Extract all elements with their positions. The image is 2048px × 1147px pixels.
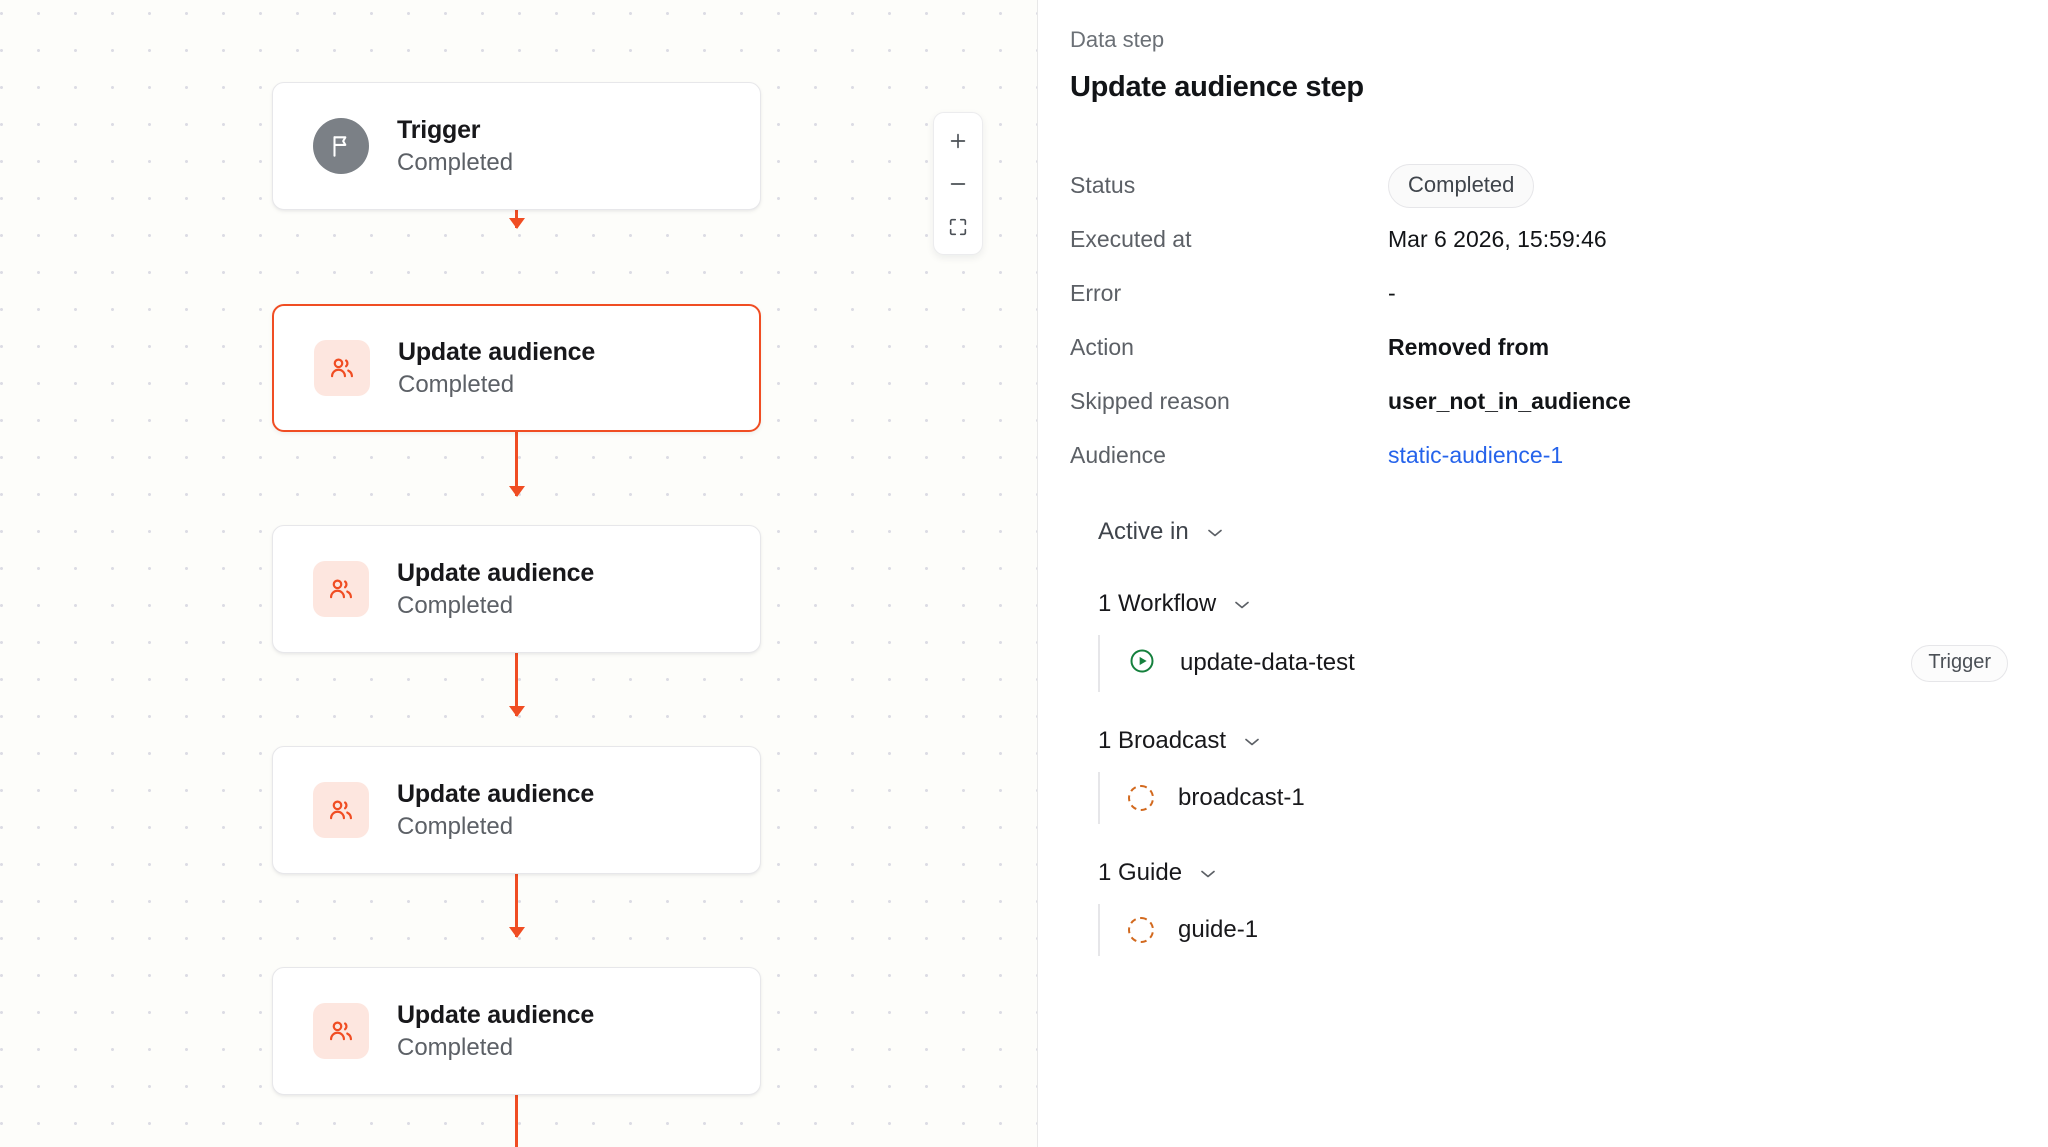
workflow-node-trigger[interactable]: Trigger Completed [272, 82, 761, 210]
connector-2 [508, 428, 525, 497]
active-in-label: Active in [1098, 517, 1189, 545]
status-badge: Completed [1388, 163, 1535, 208]
chevron-down-icon [1232, 598, 1252, 610]
dashed-circle-icon [1128, 784, 1154, 811]
node-status: Completed [397, 148, 514, 176]
audience-link[interactable]: static-audience-1 [1388, 442, 1564, 469]
detail-row-skipped-reason: Skipped reason user_not_in_audience [1070, 375, 2008, 429]
node-title: Update audience [397, 1000, 595, 1029]
zoom-in-button[interactable] [938, 121, 978, 161]
node-status: Completed [397, 812, 514, 840]
node-title: Update audience [398, 337, 596, 366]
arrowhead-icon [508, 486, 525, 497]
users-icon [314, 340, 370, 396]
node-text: Update audience Completed [397, 559, 594, 620]
group-caption: 1 Broadcast [1098, 726, 1227, 754]
group-caption: 1 Guide [1098, 858, 1183, 886]
active-in-block: Active in 1 Workflow [1098, 509, 2008, 956]
group-guide-toggle[interactable]: 1 Guide [1098, 850, 2008, 896]
detail-value: - [1388, 280, 1396, 307]
list-item[interactable]: guide-1 [1098, 903, 2008, 956]
zoom-out-button[interactable] [938, 164, 978, 204]
node-status: Completed [398, 370, 515, 398]
panel-eyebrow: Data step [1070, 27, 1165, 52]
group-guide: 1 Guide guide-1 [1098, 850, 2008, 956]
arrowhead-icon [508, 706, 525, 717]
detail-label: Audience [1070, 442, 1166, 469]
detail-row-executed-at: Executed at Mar 6 2026, 15:59:46 [1070, 213, 2008, 267]
dashed-circle-icon [1128, 916, 1154, 943]
detail-list: Status Completed Executed at Mar 6 2026,… [1070, 159, 2008, 483]
workflow-canvas[interactable]: Trigger Completed Update audience Comple… [0, 0, 1038, 1147]
node-text: Update audience Completed [397, 780, 594, 841]
connector-5 [515, 1090, 518, 1147]
group-broadcast: 1 Broadcast broadcast-1 [1098, 718, 2008, 824]
chevron-down-icon [1205, 526, 1225, 538]
users-icon [313, 782, 369, 838]
users-icon [313, 561, 369, 617]
arrowhead-icon [508, 218, 525, 229]
detail-row-action: Action Removed from [1070, 321, 2008, 375]
node-status: Completed [397, 591, 514, 619]
group-workflow: 1 Workflow update-data-test [1098, 581, 2008, 692]
workflow-node-update-audience-4[interactable]: Update audience Completed [272, 967, 761, 1095]
list-item[interactable]: update-data-test Trigger [1098, 634, 2008, 692]
node-title: Trigger [397, 115, 481, 144]
detail-row-status: Status Completed [1070, 159, 2008, 213]
fit-view-button[interactable] [938, 207, 978, 247]
detail-value: Mar 6 2026, 15:59:46 [1388, 226, 1607, 253]
detail-value: user_not_in_audience [1388, 388, 1631, 415]
workflow-node-update-audience-2[interactable]: Update audience Completed [272, 525, 761, 653]
connector-4 [508, 869, 525, 938]
item-label: broadcast-1 [1178, 783, 1305, 811]
chevron-down-icon [1242, 735, 1262, 747]
workflow-node-update-audience-selected[interactable]: Update audience Completed [272, 304, 761, 432]
workflow-node-update-audience-3[interactable]: Update audience Completed [272, 746, 761, 874]
detail-label: Error [1070, 280, 1122, 307]
item-badge: Trigger [1911, 644, 2008, 682]
flag-icon [313, 118, 369, 174]
group-broadcast-toggle[interactable]: 1 Broadcast [1098, 718, 2008, 764]
users-icon [313, 1003, 369, 1059]
item-label: update-data-test [1180, 649, 1355, 677]
group-workflow-toggle[interactable]: 1 Workflow [1098, 581, 2008, 627]
detail-row-audience: Audience static-audience-1 [1070, 429, 2008, 483]
detail-label: Executed at [1070, 226, 1192, 253]
node-title: Update audience [397, 779, 595, 808]
detail-row-error: Error - [1070, 267, 2008, 321]
group-caption: 1 Workflow [1098, 589, 1217, 617]
detail-value: Removed from [1388, 334, 1550, 361]
detail-label: Status [1070, 172, 1136, 199]
node-text: Update audience Completed [398, 338, 595, 399]
detail-label: Skipped reason [1070, 388, 1230, 415]
play-circle-icon [1128, 647, 1156, 680]
chevron-down-icon [1198, 867, 1218, 879]
active-in-toggle[interactable]: Active in [1098, 509, 2008, 555]
zoom-controls [933, 112, 983, 255]
item-label: guide-1 [1178, 915, 1259, 943]
connector-3 [508, 648, 525, 717]
step-detail-panel: Data step Update audience step Status Co… [1038, 0, 2048, 1147]
node-text: Trigger Completed [397, 116, 513, 177]
list-item[interactable]: broadcast-1 [1098, 771, 2008, 824]
node-status: Completed [397, 1033, 514, 1061]
panel-title: Update audience step [1070, 70, 1364, 103]
detail-label: Action [1070, 334, 1134, 361]
node-text: Update audience Completed [397, 1001, 594, 1062]
arrowhead-icon [508, 927, 525, 938]
node-title: Update audience [397, 558, 595, 587]
